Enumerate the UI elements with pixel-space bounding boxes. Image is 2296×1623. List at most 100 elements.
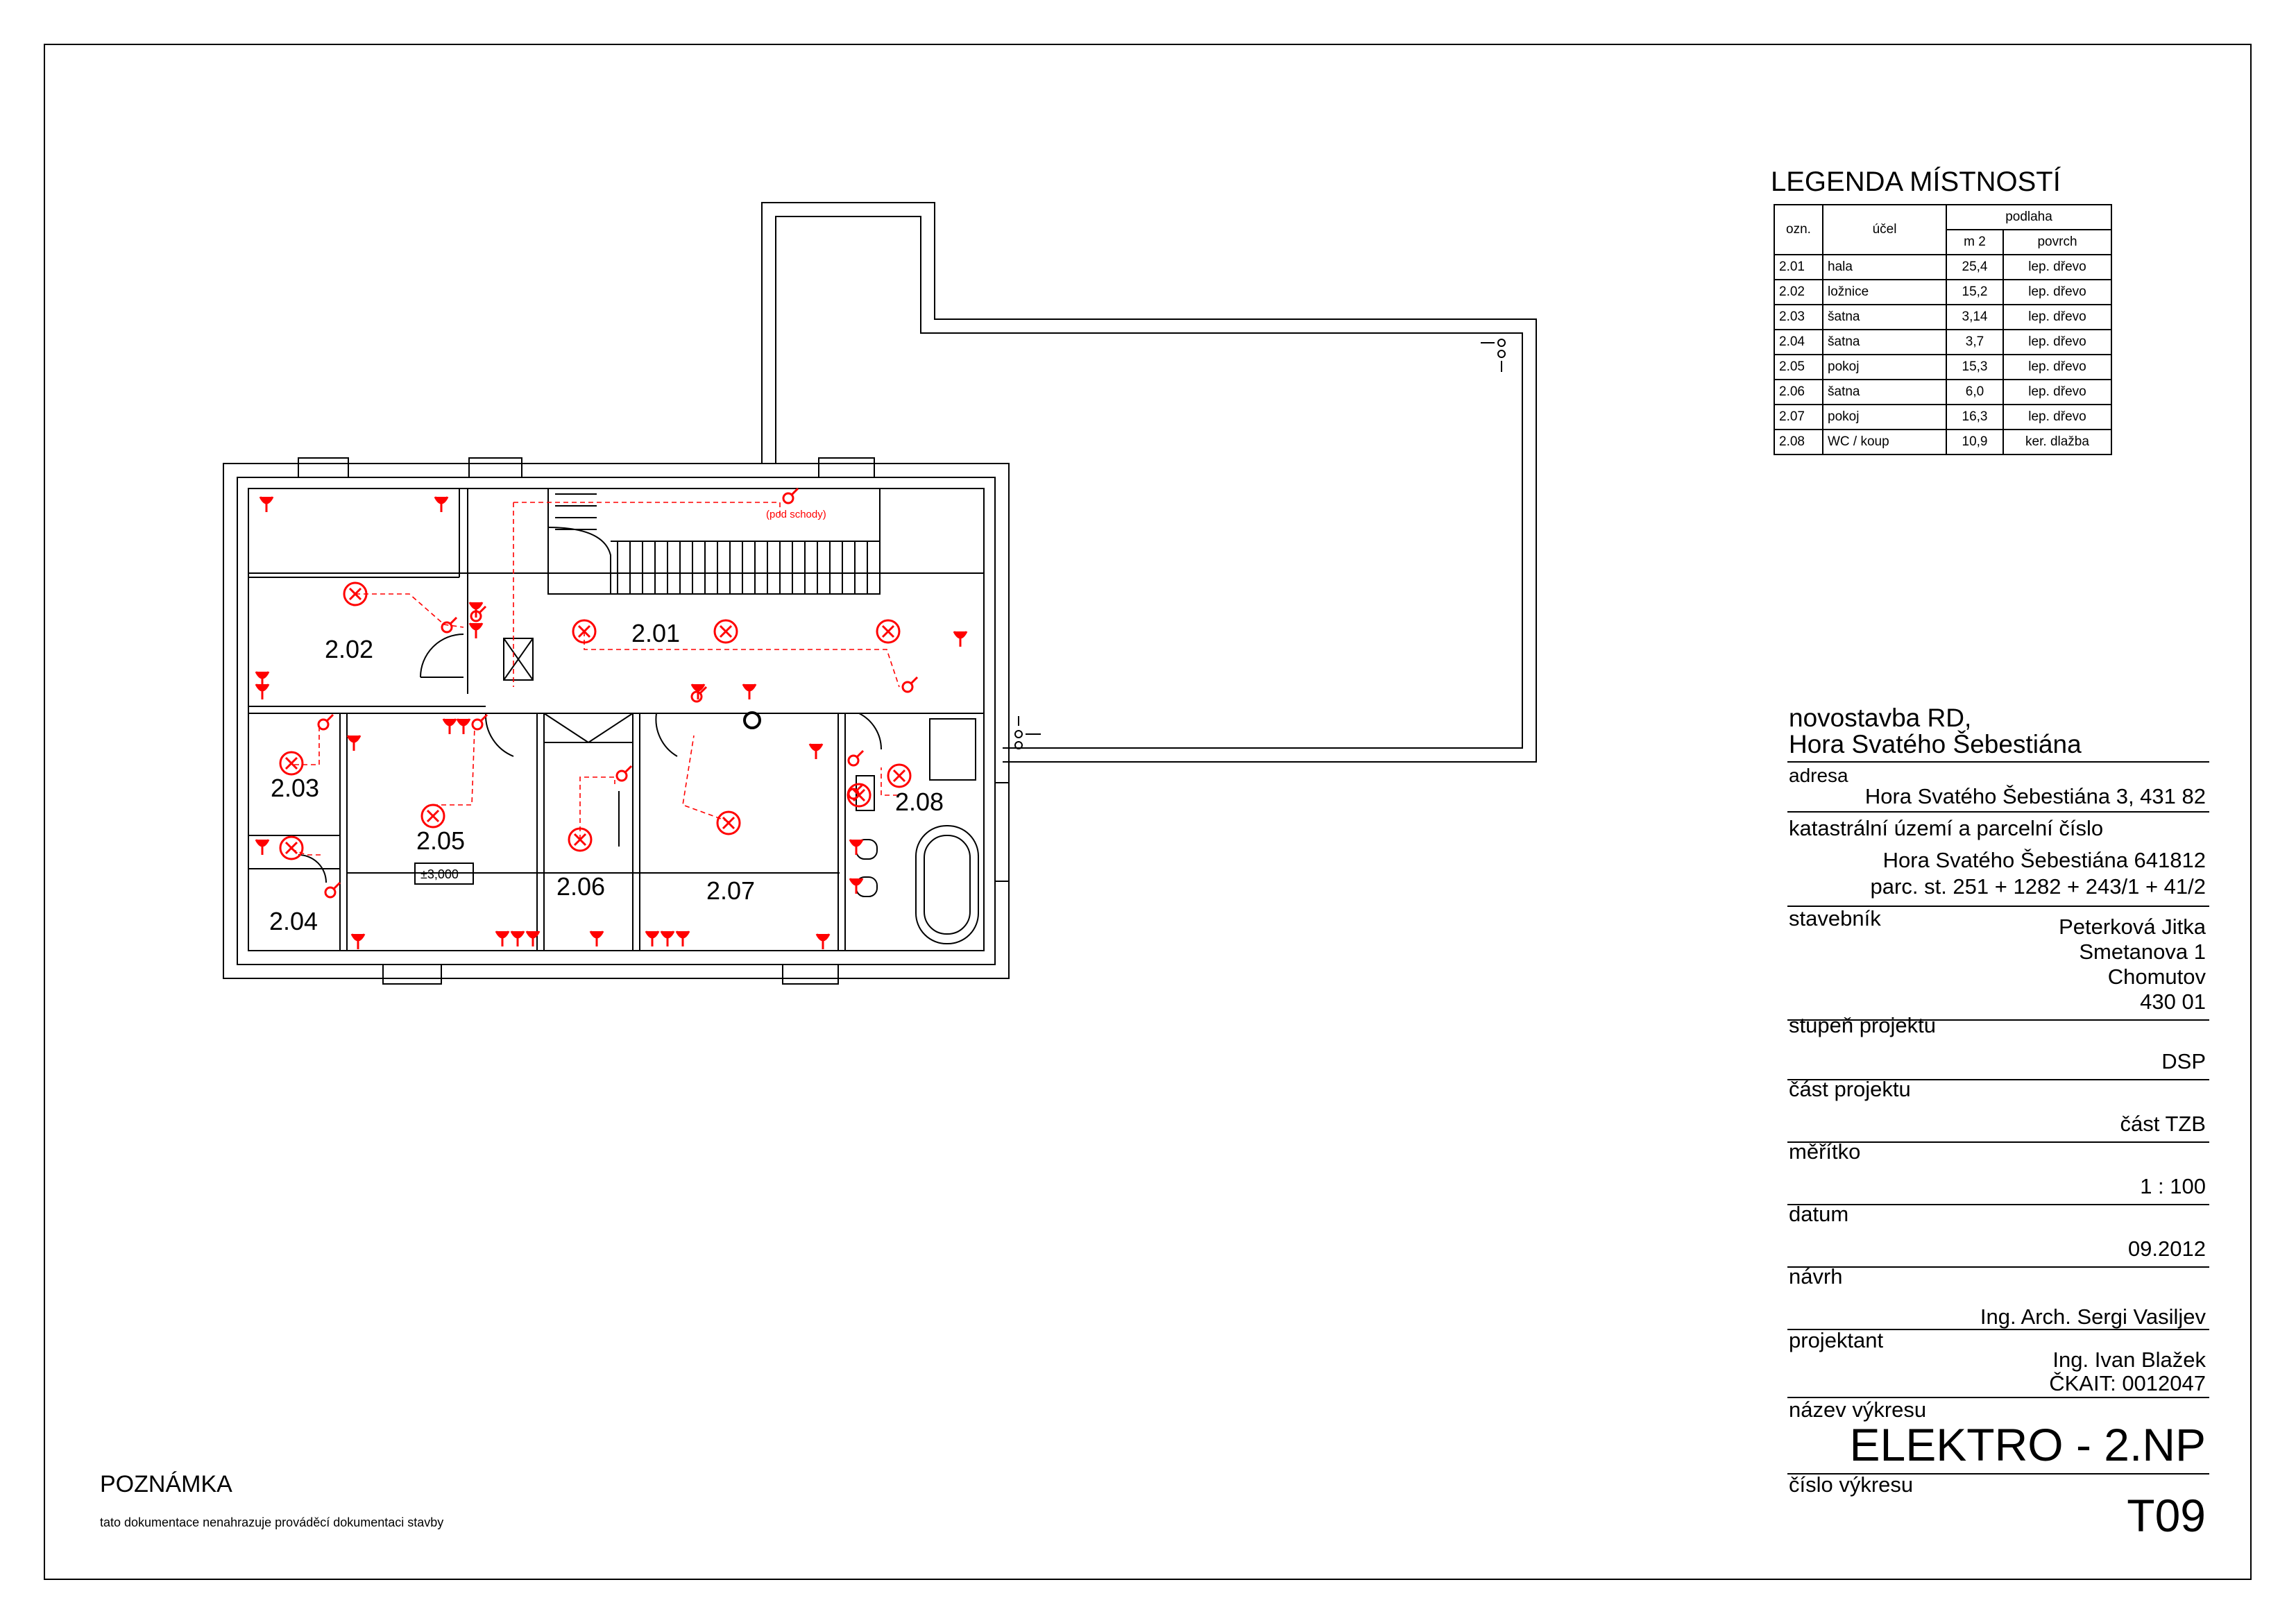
legend-cell-ozn: 2.01 — [1774, 254, 1823, 280]
drawing-name-label: název výkresu — [1789, 1397, 1927, 1422]
socket-outlet-icon — [645, 931, 660, 946]
electrical-wiring — [291, 502, 900, 856]
stair-treads — [555, 493, 868, 594]
ceiling-light-icon — [713, 619, 738, 644]
designer-value-2: ČKAIT: 0012047 — [2049, 1371, 2206, 1395]
date-label: datum — [1789, 1202, 1849, 1226]
ceiling-light-icon — [568, 827, 593, 852]
interior-walls — [248, 488, 984, 951]
legend-cell-ucel: pokoj — [1822, 404, 1947, 430]
room-number-2-07: 2.07 — [706, 876, 755, 905]
legend-cell-ucel: pokoj — [1822, 354, 1947, 380]
legend-header-m2: m 2 — [1946, 229, 2004, 255]
legend-cell-m2: 3,14 — [1946, 304, 2004, 330]
socket-outlet-icon — [525, 931, 541, 946]
room-number-2-01: 2.01 — [631, 619, 680, 647]
floor-outlet-icon — [743, 711, 761, 729]
level-mark-box — [414, 863, 474, 885]
room-number-2-03: 2.03 — [271, 774, 319, 802]
bathroom-fixtures — [856, 718, 979, 944]
legend-cell-ozn: 2.06 — [1774, 379, 1823, 405]
date-value: 09.2012 — [2127, 1237, 2206, 1261]
legend-cell-ucel: hala — [1822, 254, 1947, 280]
terrace-outline — [761, 202, 1537, 763]
room-number-2-04: 2.04 — [269, 907, 318, 935]
legend-cell-ozn: 2.08 — [1774, 429, 1823, 455]
scale-label: měřítko — [1789, 1139, 1861, 1164]
socket-outlet-icon — [589, 931, 604, 946]
project-name-line2: Hora Svatého Šebestiána — [1789, 730, 2082, 758]
legend-cell-ozn: 2.07 — [1774, 404, 1823, 430]
legend-cell-ozn: 2.04 — [1774, 329, 1823, 355]
title-block-lines — [1787, 761, 2209, 1475]
legend-cell-ozn: 2.05 — [1774, 354, 1823, 380]
legend-cell-ucel: šatna — [1822, 304, 1947, 330]
stair-note: (pod schody) — [766, 509, 826, 520]
part-value: část TZB — [2120, 1112, 2206, 1136]
light-switch-icon — [847, 749, 865, 767]
light-switch-icon — [470, 605, 487, 622]
ceiling-light-icon — [887, 763, 912, 788]
legend-cell-povrch: ker. dlažba — [2002, 429, 2112, 455]
light-switch-icon — [901, 676, 919, 693]
legend-cell-ucel: WC / koup — [1822, 429, 1947, 455]
socket-outlet-icon — [495, 931, 510, 946]
cadastre-label: katastrální území a parcelní číslo — [1789, 816, 2104, 840]
builder-line-4: 430 01 — [2140, 989, 2206, 1014]
stage-label: stupeň projektu — [1789, 1013, 1936, 1037]
light-switch-icon — [615, 765, 633, 782]
light-switch-icon — [782, 487, 799, 504]
ceiling-light-icon — [420, 804, 445, 829]
socket-outlet-icon — [259, 496, 274, 512]
legend-header-povrch: povrch — [2002, 229, 2112, 255]
address-label: adresa — [1789, 765, 1848, 786]
socket-outlet-icon — [434, 496, 449, 512]
legend-cell-povrch: lep. dřevo — [2002, 254, 2112, 280]
light-switch-icon — [690, 686, 708, 703]
light-switch-icon — [847, 783, 865, 800]
stage-value: DSP — [2161, 1049, 2206, 1073]
socket-outlet-icon — [815, 933, 831, 949]
legend-header-ozn: ozn. — [1774, 204, 1823, 255]
legend-cell-ozn: 2.02 — [1774, 279, 1823, 305]
part-label: část projektu — [1789, 1077, 1911, 1101]
terrace-drain-icon — [1014, 339, 1506, 749]
door-swings — [298, 634, 883, 883]
room-number-2-02: 2.02 — [325, 635, 373, 663]
socket-outlet-icon — [442, 718, 457, 734]
ceiling-light-icon — [279, 751, 304, 776]
builder-label: stavebník — [1789, 906, 1881, 931]
ceiling-light-icon — [279, 835, 304, 860]
socket-outlet-icon — [350, 933, 366, 949]
light-switch-icon — [324, 881, 341, 899]
cadastre-value-1: Hora Svatého Šebestiána 641812 — [1882, 848, 2206, 872]
socket-outlet-icon — [742, 683, 757, 699]
socket-outlet-icon — [346, 735, 362, 751]
room-number-2-08: 2.08 — [895, 788, 944, 816]
cadastre-value-2: parc. st. 251 + 1282 + 243/1 + 41/2 — [1870, 874, 2206, 899]
designer-value-1: Ing. Ivan Blažek — [2052, 1348, 2206, 1372]
socket-outlet-icon — [849, 839, 864, 855]
legend-cell-ozn: 2.03 — [1774, 304, 1823, 330]
sheet-border — [44, 44, 2252, 1580]
ceiling-light-icon — [343, 581, 368, 606]
note-text: tato dokumentace nenahrazuje prováděcí d… — [100, 1515, 444, 1529]
scale-value: 1 : 100 — [2140, 1174, 2206, 1198]
design-label: návrh — [1789, 1264, 1843, 1289]
light-switch-icon — [441, 616, 458, 634]
light-switch-icon — [317, 713, 334, 731]
drawing-name-value: ELEKTRO - 2.NP — [1849, 1419, 2206, 1470]
legend-header-podlaha: podlaha — [1946, 204, 2112, 230]
legend-cell-povrch: lep. dřevo — [2002, 329, 2112, 355]
legend-cell-m2: 6,0 — [1946, 379, 2004, 405]
socket-outlet-icon — [255, 683, 270, 699]
legend-cell-ucel: šatna — [1822, 379, 1947, 405]
socket-outlet-icon — [953, 631, 968, 647]
legend-cell-povrch: lep. dřevo — [2002, 279, 2112, 305]
